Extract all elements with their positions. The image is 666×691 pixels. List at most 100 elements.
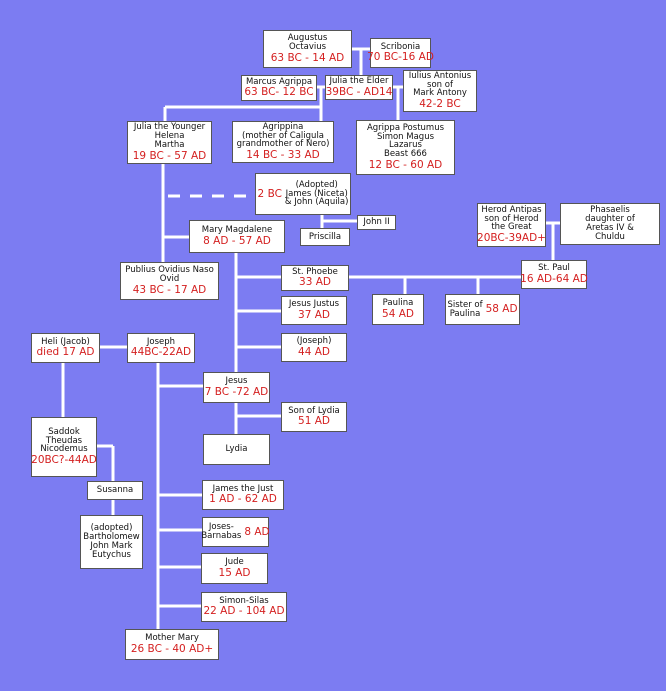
person-name-line: Barnabas <box>201 531 242 541</box>
person-names: Marcus Agrippa <box>246 77 312 87</box>
person-dates: 37 AD <box>298 308 330 321</box>
person-name-line: John II <box>363 217 390 228</box>
person-dates: 54 AD <box>382 307 414 320</box>
person-name-line: Nicodemus <box>40 444 88 455</box>
person-name-line: Mother Mary <box>145 633 199 644</box>
person-name-line: James the Just <box>212 483 274 494</box>
person-dates: 7 BC -72 AD <box>204 385 269 398</box>
person-name-line: Julia the Elder <box>329 76 389 87</box>
person-name-line: Martha <box>154 139 185 150</box>
person-name-line: James (Niceta) <box>285 188 348 199</box>
person-names: Mother Mary <box>145 634 199 643</box>
person-names: St. Paul <box>538 264 570 273</box>
person-names: John II <box>363 218 389 227</box>
person-dates: 8 AD <box>244 525 270 538</box>
person-name-line: & John (Aquila) <box>284 197 349 208</box>
person-name-line: son of Herod <box>484 213 539 224</box>
person-name-line: Jesus Justus <box>288 299 340 310</box>
person-name-line: Lydia <box>225 444 248 455</box>
person-names: Lydia <box>226 445 248 454</box>
person-name-line: Heli (Jacob) <box>41 336 90 347</box>
person-dates: 63 BC- 12 BC <box>244 86 314 99</box>
person-name-line: Jude <box>225 557 244 568</box>
person-box-heli: Heli (Jacob)died 17 AD <box>31 333 100 363</box>
person-names: Jude <box>225 558 244 567</box>
person-name-line: Mark Antony <box>413 88 467 99</box>
person-name-line: Beast 666 <box>384 149 427 160</box>
person-dates: died 17 AD <box>36 346 95 359</box>
person-name-line: Mary Magdalene <box>201 225 273 236</box>
person-name-line: Augustus <box>287 33 328 44</box>
person-name-line: Susanna <box>96 485 134 496</box>
person-dates: 12 BC - 60 AD <box>368 159 443 172</box>
person-dates: 1 AD - 62 AD <box>209 493 277 506</box>
person-dates: 51 AD <box>298 415 330 428</box>
person-dates: 8 AD - 57 AD <box>203 234 271 247</box>
person-box-priscilla: Priscilla <box>300 228 350 246</box>
person-name-line: Joseph <box>146 336 176 347</box>
person-names: James the Just <box>212 483 274 494</box>
person-name-line: Herod Antipas <box>481 204 542 215</box>
person-names: Paulina <box>383 299 414 308</box>
person-name-line: the Great <box>491 222 532 233</box>
person-name-line: daughter of <box>585 214 635 225</box>
person-dates: 44BC-22AD <box>130 346 192 359</box>
person-dates: 33 AD <box>299 276 331 289</box>
person-name-line: Julia the Younger <box>133 122 206 133</box>
person-names: Susanna <box>97 486 133 495</box>
person-dates: 63 BC - 14 AD <box>270 51 345 64</box>
person-names: Jesus <box>226 377 248 386</box>
person-name-line: Son of Lydia <box>288 405 340 416</box>
person-name-line: grandmother of Nero) <box>236 139 330 150</box>
person-names: Jesus Justus <box>289 300 339 309</box>
person-name-line: Publius Ovidius Naso <box>125 265 214 276</box>
person-name-line: Chuldu <box>595 231 625 242</box>
person-name-line: (Adopted) <box>295 179 338 190</box>
person-box-adopted-james-john: 2 BC(Adopted)James (Niceta)& John (Aquil… <box>255 173 351 215</box>
person-name-line: (Joseph) <box>296 336 332 347</box>
person-name-line: Aretas IV & <box>586 223 634 233</box>
person-box-john-ii: John II <box>357 215 396 230</box>
person-name-line: Scribonia <box>380 41 421 52</box>
person-name-line: Eutychus <box>91 549 131 560</box>
person-dates: 44 AD <box>298 345 330 358</box>
person-dates: 2 BC <box>257 187 282 200</box>
person-name-line: Bartholomew <box>83 532 140 543</box>
person-name-line: (mother of Caligula <box>241 130 325 141</box>
person-box-lydia: Lydia <box>203 434 270 465</box>
person-names: Priscilla <box>309 232 341 242</box>
person-dates: 58 AD <box>485 303 518 316</box>
person-names: (Adopted)James (Niceta)& John (Aquila) <box>284 179 349 208</box>
person-names: Scribonia <box>380 41 421 52</box>
person-name-line: John Mark <box>90 541 133 551</box>
person-dates: 14 BC - 33 AD <box>246 149 320 162</box>
person-dates: 42-2 BC <box>419 98 461 111</box>
person-name-line: son of <box>427 79 453 90</box>
person-names: Mary Magdalene <box>202 226 273 235</box>
